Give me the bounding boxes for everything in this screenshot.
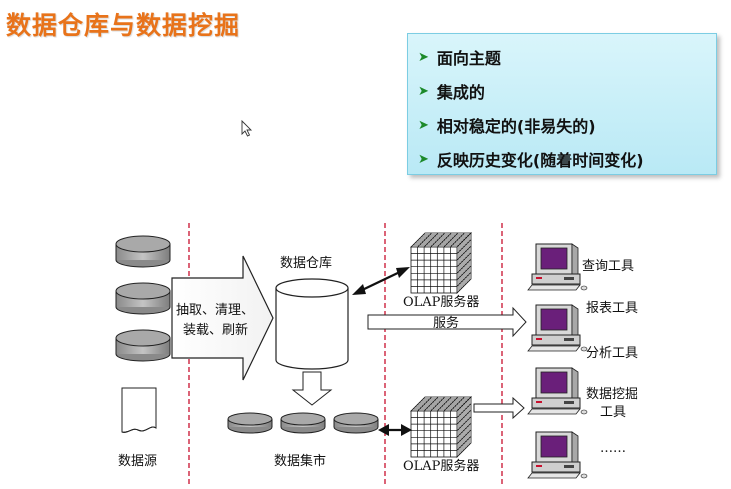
feature-item: ➤ 面向主题: [418, 40, 716, 74]
etl-label-line1: 抽取、清理、: [176, 303, 254, 318]
data-mart-disks: [227, 412, 379, 434]
database-disk-icon: [115, 235, 171, 268]
etl-arrow: [171, 255, 274, 381]
bullet-arrow-icon: ➤: [418, 117, 429, 133]
feature-text: 反映历史变化(随着时间变化): [436, 151, 644, 170]
feature-text: 相对稳定的(非易失的): [436, 117, 596, 136]
olap-cube-icon: [410, 396, 472, 458]
database-disk-icon: [115, 282, 171, 315]
database-disk-icon: [115, 329, 171, 362]
down-arrow: [291, 371, 333, 406]
double-arrow: [378, 424, 412, 436]
warehouse-label: 数据仓库: [280, 255, 332, 271]
feature-text: 面向主题: [436, 49, 501, 68]
bullet-arrow-icon: ➤: [418, 151, 429, 167]
feature-item: ➤ 反映历史变化(随着时间变化): [418, 142, 716, 176]
service-arrow: [367, 306, 527, 338]
service-label: 服务: [433, 315, 459, 331]
computer-icon: [527, 367, 588, 415]
bullet-arrow-icon: ➤: [418, 83, 429, 99]
more-tools-label: ……: [600, 441, 626, 456]
computer-icon: [527, 304, 588, 352]
feature-text: 集成的: [436, 83, 485, 102]
analysis-tool-label: 分析工具: [586, 346, 638, 361]
mining-tool-label-line1: 数据挖掘: [586, 387, 638, 402]
computer-icon: [527, 431, 588, 479]
report-tool-label: 报表工具: [586, 301, 638, 316]
data-warehouse-cylinder-icon: [275, 278, 349, 370]
tool-arrow: [473, 396, 525, 420]
data-mart-disk-icon: [333, 412, 379, 434]
olap-bottom-label: OLAP服务器: [403, 458, 479, 474]
computer-icon: [527, 243, 588, 291]
document-icon: [121, 387, 157, 433]
mouse-cursor-icon: [241, 119, 253, 137]
data-mart-label: 数据集市: [274, 453, 326, 469]
source-database-disks: [115, 235, 171, 362]
olap-top-label: OLAP服务器: [403, 294, 479, 310]
data-mart-disk-icon: [227, 412, 273, 434]
query-tool-label: 查询工具: [582, 259, 634, 274]
etl-label-line2: 装载、刷新: [183, 322, 248, 338]
mining-tool-label-line2: 工具: [600, 405, 626, 420]
double-arrow: [352, 267, 410, 295]
page-title: 数据仓库与数据挖掘: [6, 11, 241, 40]
data-mart-disk-icon: [280, 412, 326, 434]
feature-item: ➤ 集成的: [418, 74, 716, 108]
olap-cube-icon: [410, 232, 472, 294]
feature-item: ➤ 相对稳定的(非易失的): [418, 108, 716, 142]
feature-panel: ➤ 面向主题 ➤ 集成的 ➤ 相对稳定的(非易失的) ➤ 反映历史变化(随着时间…: [407, 33, 717, 175]
bullet-arrow-icon: ➤: [418, 49, 429, 65]
data-source-label: 数据源: [118, 454, 157, 469]
